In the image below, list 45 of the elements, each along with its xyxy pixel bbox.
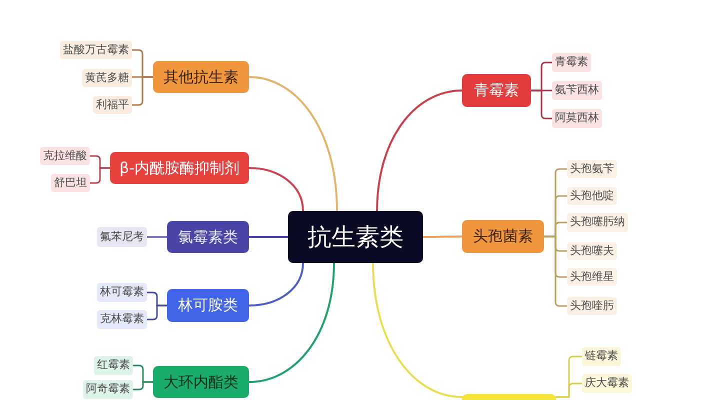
category-box [462, 394, 556, 400]
drug-name-tag: 青霉素 [552, 53, 591, 72]
branch-line [248, 262, 335, 383]
bracket-line [131, 76, 154, 106]
drug-name-tag: 链霉素 [582, 347, 621, 366]
drug-name-tag: 头孢噻夫 [567, 242, 617, 260]
category-box: 大环内酯类 [153, 366, 249, 398]
drug-name-tag: 头孢氨苄 [567, 160, 617, 178]
drug-name-tag: 红霉素 [94, 356, 133, 375]
bracket-line [555, 382, 583, 398]
drug-name-tag: 盐酸万古霉素 [60, 41, 132, 59]
branch-line [248, 76, 338, 212]
drug-name-tag: 林可霉素 [97, 283, 147, 302]
bracket-line [146, 304, 168, 320]
drug-name-tag: 利福平 [93, 96, 132, 114]
drug-name-tag: 阿奇霉素 [83, 380, 133, 399]
category-box: 氯霉素类 [167, 221, 249, 253]
category-box: β-内酰胺酶抑制剂 [110, 152, 249, 184]
bracket-line [146, 236, 168, 238]
branch-line [248, 167, 304, 212]
branch-line [372, 262, 463, 398]
drug-name-tag: 阿莫西林 [552, 109, 602, 128]
bracket-line [530, 90, 553, 120]
category-box: 头孢菌素 [462, 220, 544, 253]
drug-name-tag: 头孢他啶 [567, 187, 617, 205]
drug-name-tag: 克拉维酸 [40, 147, 90, 165]
branch-line [376, 90, 463, 212]
central-topic-box: 抗生素类 [288, 211, 423, 263]
bracket-line [89, 167, 111, 184]
branch-line [248, 262, 304, 306]
drug-name-tag: 氨苄西林 [552, 81, 602, 100]
category-box: 林可胺类 [167, 289, 249, 322]
category-box: 青霉素 [462, 74, 531, 107]
drug-name-tag: 头孢维星 [567, 268, 617, 286]
drug-name-tag: 克林霉素 [97, 310, 147, 329]
drug-name-tag: 头孢喹肟 [567, 297, 617, 315]
branch-line [422, 236, 463, 238]
drug-name-tag: 头孢噻肟纳 [567, 213, 628, 232]
drug-name-tag: 黄芪多糖 [82, 69, 132, 87]
drug-name-tag: 氟苯尼考 [97, 227, 147, 247]
drug-name-tag: 舒巴坦 [51, 174, 90, 192]
bracket-line [132, 381, 154, 390]
category-box: 其他抗生素 [153, 61, 249, 93]
drug-name-tag: 庆大霉素 [582, 374, 632, 393]
branch-line [248, 236, 289, 238]
